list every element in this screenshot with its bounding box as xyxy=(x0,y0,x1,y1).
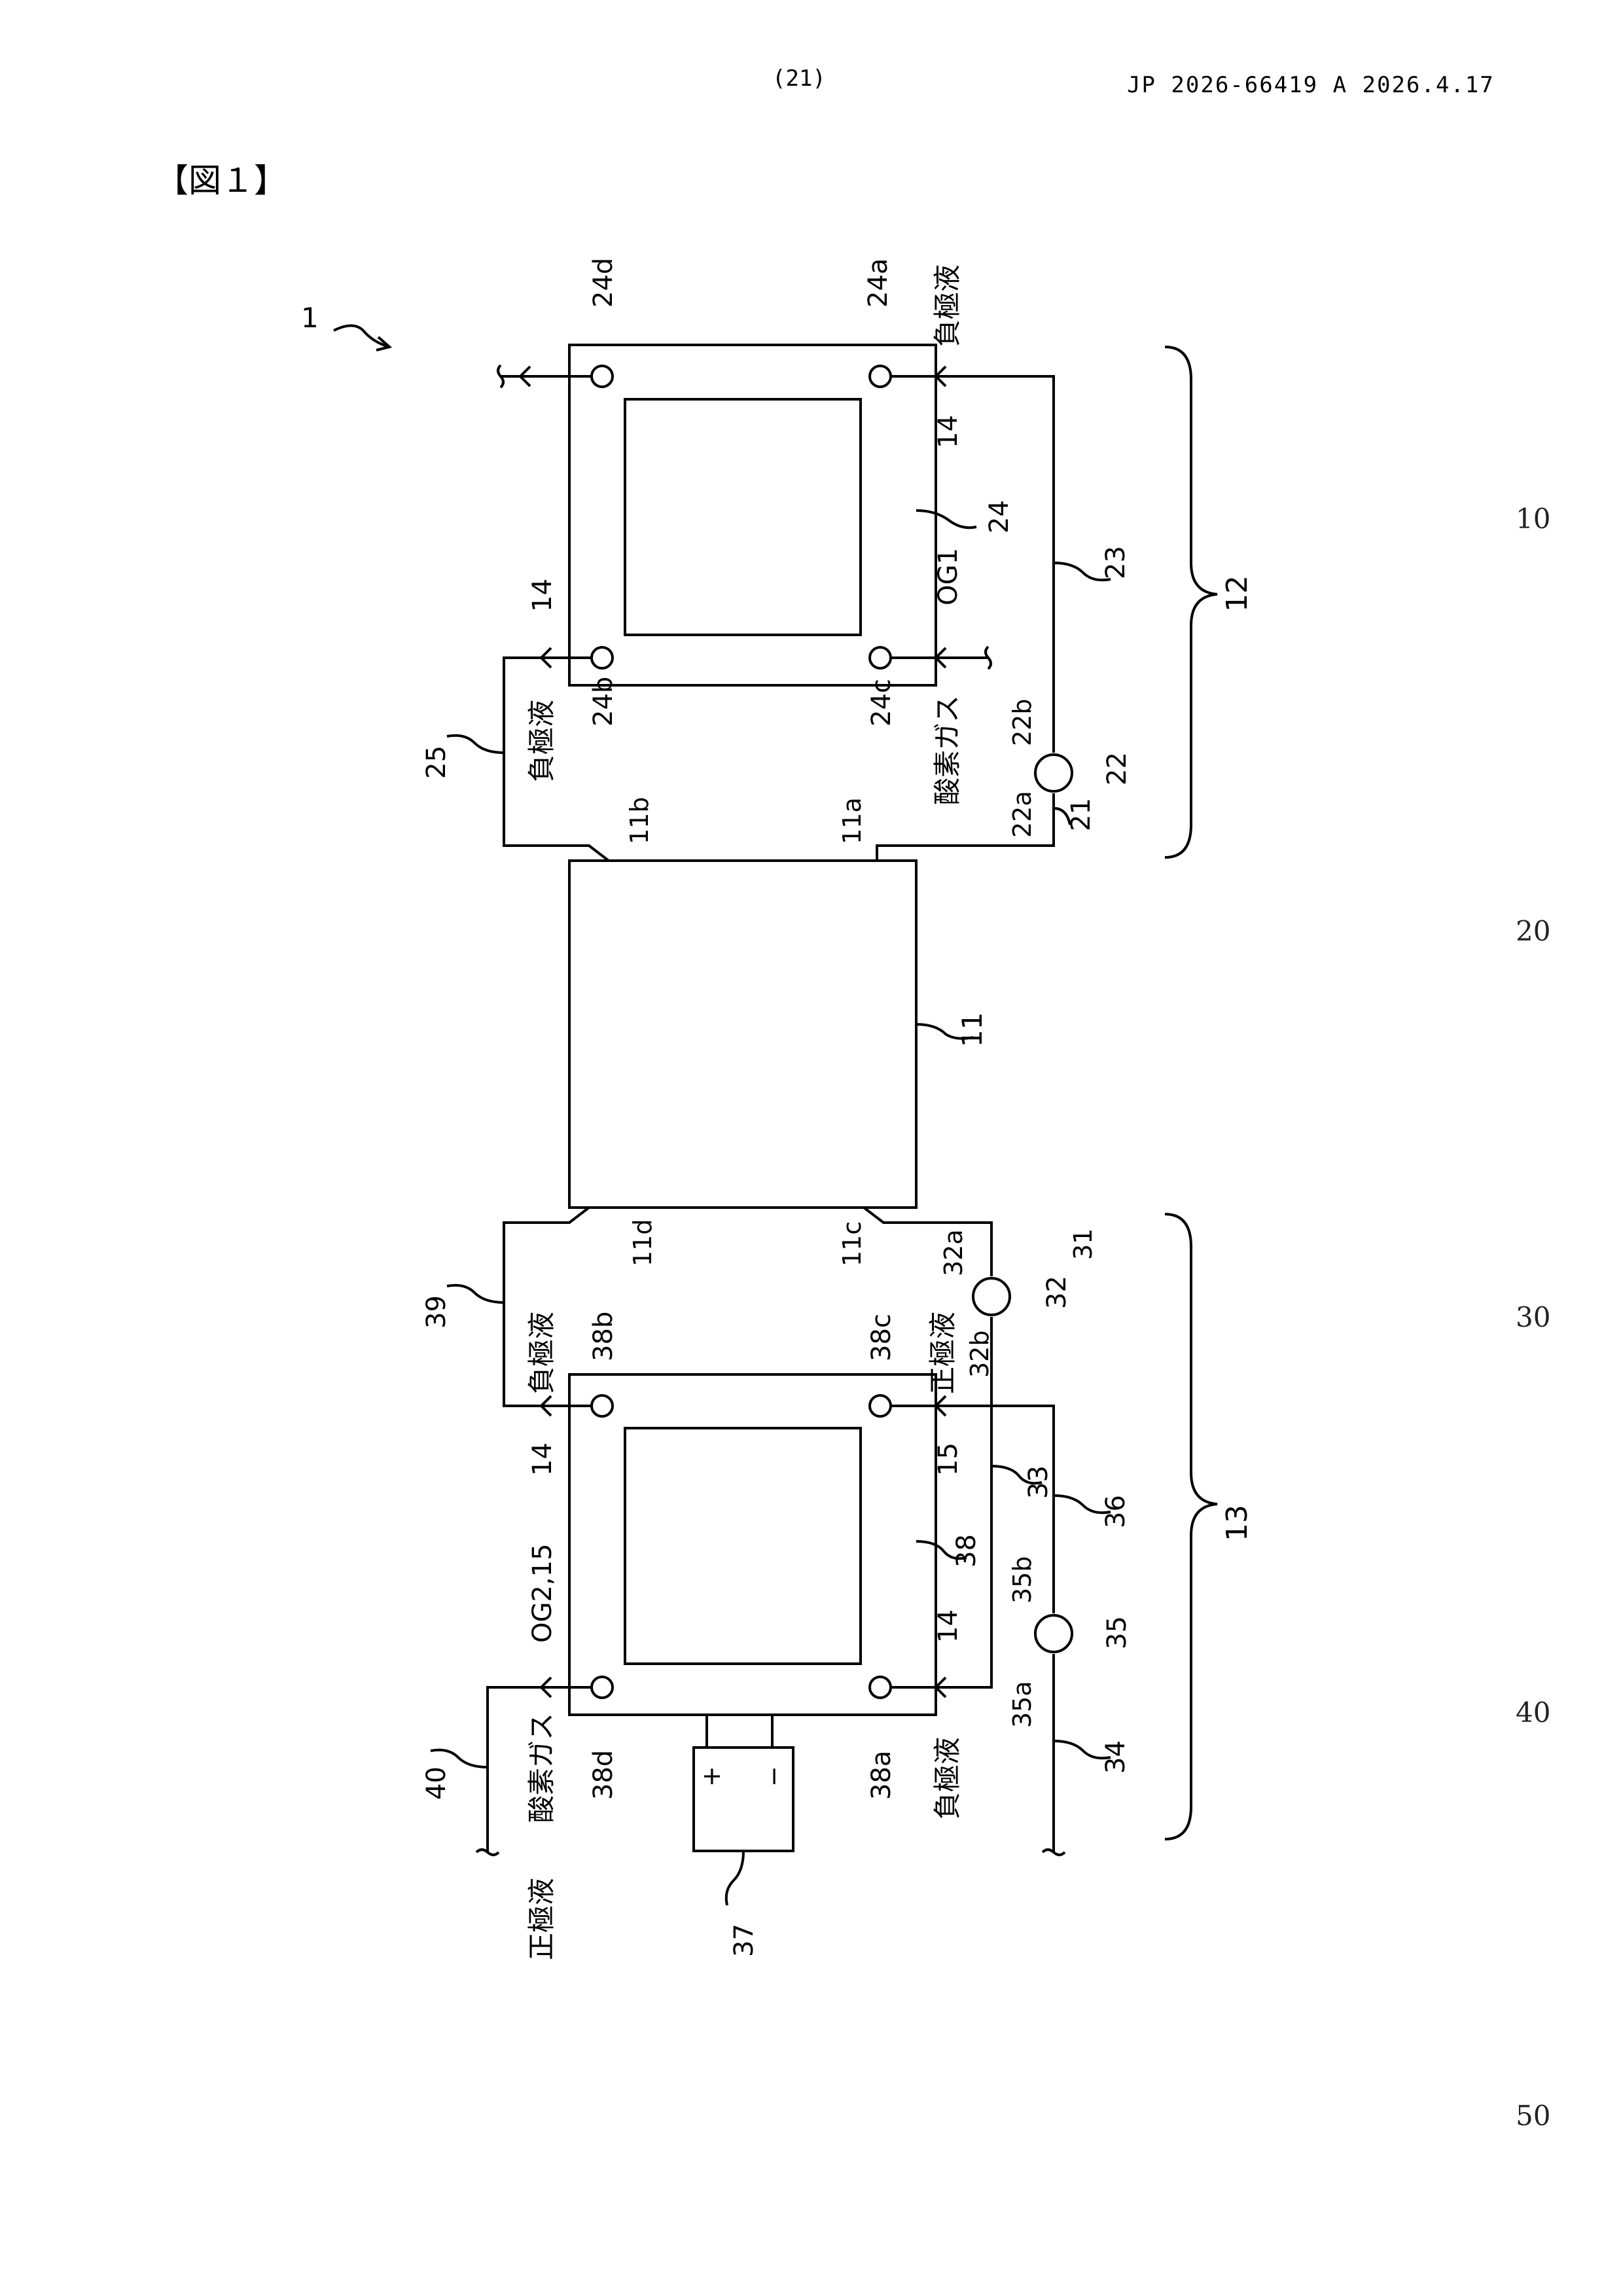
label-og2-15: OG2,15 xyxy=(527,1543,558,1643)
label-13: 13 xyxy=(1221,1505,1254,1541)
label-11: 11 xyxy=(956,1013,988,1047)
label-38b: 38b xyxy=(588,1312,618,1361)
label-37: 37 xyxy=(729,1924,759,1957)
label-22b: 22b xyxy=(1008,699,1037,746)
label-32a: 32a xyxy=(939,1229,968,1276)
port-24c xyxy=(870,647,891,668)
label-24b: 24b xyxy=(588,677,618,726)
leader-40 xyxy=(431,1750,488,1767)
label-12: 12 xyxy=(1221,575,1254,612)
label-plus: + xyxy=(697,1766,726,1787)
port-38b xyxy=(592,1395,613,1416)
brace-13 xyxy=(1165,1214,1217,1839)
label-24c: 24c xyxy=(866,679,897,726)
pump-22 xyxy=(1035,755,1072,791)
label-33: 33 xyxy=(1024,1465,1054,1499)
cell-38-window xyxy=(625,1428,861,1664)
label-24a: 24a xyxy=(863,259,893,308)
port-24a xyxy=(870,366,891,387)
label-36: 36 xyxy=(1101,1495,1131,1528)
label-22a: 22a xyxy=(1008,791,1037,838)
label-neg-sol-top: 負極液 xyxy=(931,264,963,347)
label-35a: 35a xyxy=(1008,1681,1037,1728)
port-38c xyxy=(870,1395,891,1416)
pipe-31 xyxy=(864,1208,991,1276)
port-38d xyxy=(592,1677,613,1698)
label-39: 39 xyxy=(421,1295,452,1329)
label-38: 38 xyxy=(952,1534,982,1568)
label-32: 32 xyxy=(1042,1276,1072,1309)
label-22: 22 xyxy=(1102,752,1132,785)
power-supply-37 xyxy=(694,1748,793,1851)
leader-37 xyxy=(726,1851,743,1905)
port-24d xyxy=(592,366,613,387)
label-24d: 24d xyxy=(588,258,618,308)
label-neg-sol-39: 負極液 xyxy=(526,1312,558,1394)
label-25: 25 xyxy=(421,745,452,779)
label-neg-sol-38a: 負極液 xyxy=(931,1737,963,1820)
label-38c: 38c xyxy=(866,1314,897,1361)
label-oxygen-gas-bottom: 酸素ガス xyxy=(526,1713,558,1823)
label-pos-sol-32: 正極液 xyxy=(927,1312,959,1394)
leader-25 xyxy=(447,736,504,753)
label-14-38a: 14 xyxy=(933,1609,963,1643)
label-38a: 38a xyxy=(866,1751,897,1800)
label-35b: 35b xyxy=(1008,1556,1037,1604)
label-23: 23 xyxy=(1101,546,1131,579)
label-15: 15 xyxy=(933,1443,963,1476)
tank-11 xyxy=(569,861,916,1208)
label-14-top: 14 xyxy=(933,415,963,448)
leader-1 xyxy=(334,326,389,348)
label-11a: 11a xyxy=(838,797,866,844)
system-ref-1: 1 xyxy=(301,302,319,334)
brace-12 xyxy=(1165,347,1217,857)
label-11d: 11d xyxy=(628,1219,657,1266)
pipe-23 xyxy=(877,376,1054,753)
label-35: 35 xyxy=(1102,1616,1132,1649)
label-minus: − xyxy=(759,1766,788,1787)
port-24b xyxy=(592,647,613,668)
label-pos-sol-bottom: 正極液 xyxy=(526,1878,558,1960)
label-21: 21 xyxy=(1066,798,1096,831)
port-38a xyxy=(870,1677,891,1698)
diagram-labels: 1 24d 24a 負極液 14 24 23 OG1 12 14 負極液 24b… xyxy=(301,258,1254,1960)
label-oxygen-gas-top: 酸素ガス xyxy=(931,695,963,805)
label-34: 34 xyxy=(1101,1740,1131,1774)
label-og1: OG1 xyxy=(933,548,963,605)
leader-39 xyxy=(447,1285,504,1302)
label-31: 31 xyxy=(1069,1229,1097,1260)
label-neg-sol-24b: 負極液 xyxy=(526,700,558,782)
label-40: 40 xyxy=(421,1767,452,1800)
pump-35 xyxy=(1035,1615,1072,1652)
label-32b: 32b xyxy=(965,1331,994,1378)
label-11c: 11c xyxy=(838,1221,866,1266)
label-14-38b: 14 xyxy=(527,1443,558,1476)
label-14-b: 14 xyxy=(527,579,558,612)
label-11b: 11b xyxy=(625,797,654,844)
pump-32 xyxy=(973,1278,1010,1315)
label-24: 24 xyxy=(984,500,1014,533)
label-38d: 38d xyxy=(588,1750,618,1800)
leader-24 xyxy=(916,511,976,528)
cell-24-window xyxy=(625,399,861,635)
